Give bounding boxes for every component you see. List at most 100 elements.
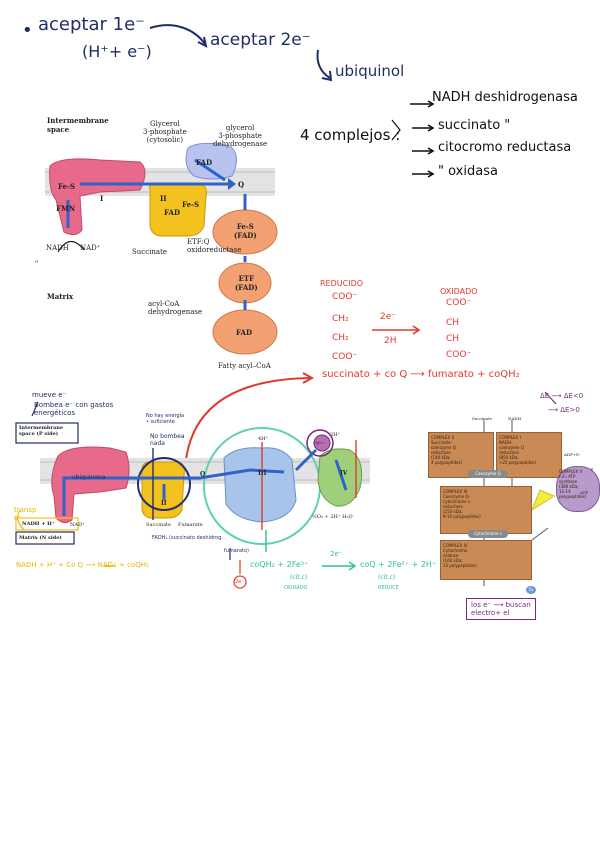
nadh-h-label: NADH + H⁺ bbox=[22, 521, 55, 527]
no-energy-label: No hay energía • suficiente bbox=[146, 413, 185, 425]
gpdh-shape bbox=[185, 142, 237, 180]
gpdh-label: glycerol 3-phosphate dehydrogenase bbox=[213, 124, 268, 148]
reaction-arrow-bottom: 2H bbox=[384, 336, 397, 346]
flow-complex-i: COMPLEX I NADH- coenzyme Q reductase (85… bbox=[496, 432, 562, 478]
delta-note-2: ⟶ ΔE>0 bbox=[548, 406, 580, 414]
complex-iv-shape bbox=[317, 448, 363, 507]
matrix-label: Matrix bbox=[47, 292, 74, 301]
yellow-equation: NADH + H⁺ + Co Q ⟶ NAD⁺ + coQH₂ bbox=[16, 561, 149, 569]
green-equation-left: coQH₂ + 2Fe³⁺ bbox=[250, 560, 309, 569]
complex-item: " oxidasa bbox=[438, 164, 498, 179]
reduced-label: REDUCIDO bbox=[320, 279, 364, 288]
fes-fad-label: Fe-S (FAD) bbox=[234, 222, 257, 240]
oxidized-label: OXIDADO bbox=[440, 287, 478, 296]
succinate-label-2: Succinate bbox=[146, 522, 172, 528]
fes-label-2: Fe-S bbox=[182, 200, 200, 209]
flow-complex-iv: COMPLEX IV Cytochrome oxidase (160 kDa; … bbox=[440, 540, 532, 580]
flow-adp: ADP+Pᵢ bbox=[564, 452, 580, 457]
flow-note-bottom: los e⁻ ⟶ buscan electro+ el bbox=[466, 598, 536, 620]
note-accept-2e: aceptar 2e⁻ bbox=[210, 30, 311, 50]
green-arrow-label: 2e⁻ bbox=[330, 550, 343, 558]
quote-mark: " bbox=[35, 260, 39, 268]
no-pump-label: No bombea nada bbox=[150, 433, 185, 447]
oxidized-chain-item: COO⁻ bbox=[446, 298, 472, 308]
flow-coenzyme-q: Coenzyme Q bbox=[468, 470, 508, 478]
flow-complex-iii: COMPLEX III Coenzyme Q- cytochrome c red… bbox=[440, 486, 532, 534]
nad-label-2: NAD⁺ bbox=[70, 522, 85, 528]
two-e-label: 2e⁻ bbox=[235, 579, 244, 585]
reduced-chain-item: CH₂ bbox=[332, 314, 349, 324]
reaction-arrow-top: 2e⁻ bbox=[380, 312, 397, 322]
note-pump: Bombea e⁻ con gastos energéticos bbox=[34, 401, 114, 417]
flow-succinate: Succinate bbox=[472, 416, 493, 421]
oxidized-chain-item: CH bbox=[446, 334, 460, 344]
complex-item: citocromo reductasa bbox=[438, 140, 572, 155]
complex-ii-label: II bbox=[160, 194, 167, 203]
succinate-equation: succinato + co Q ⟶ fumarato + coQH₂ bbox=[322, 369, 520, 380]
fadh2-label: FADH₂ (succinato deshidrog. bbox=[152, 535, 223, 541]
etf-q-label: ETF:Q oxidoreductase bbox=[187, 238, 242, 254]
note-h-plus-e: (H⁺+ e⁻) bbox=[82, 42, 152, 61]
fad-label-2: FAD bbox=[164, 208, 181, 217]
flow-complex-v: COMPLEX V F₀F₁ ATP synthase (380 kDa; 12… bbox=[556, 466, 600, 512]
q-label: Q bbox=[238, 180, 245, 189]
four-h-label: 4H⁺ bbox=[258, 436, 269, 442]
two-h-label: 2H⁺ bbox=[330, 432, 341, 438]
q-label-2: Q bbox=[200, 471, 206, 478]
fmn-label: FMN bbox=[56, 204, 76, 213]
oxidized-chain-item: COO⁻ bbox=[446, 350, 472, 360]
arrow-ubiquinol bbox=[316, 49, 331, 79]
complex-item: NADH deshidrogenasa bbox=[432, 90, 578, 105]
water-label: ½O₂ + 2H⁺ H₂O bbox=[312, 514, 353, 520]
cit-c-label-2: (cit.c) bbox=[378, 574, 396, 581]
reduced-chain-item: CH₂ bbox=[332, 333, 349, 343]
arrow-accept-head bbox=[197, 36, 208, 48]
acyl-dh-label: acyl-CoA dehydrogenase bbox=[148, 300, 203, 316]
reduced-chain-item: COO⁻ bbox=[332, 292, 358, 302]
complex-ii-label-2: II bbox=[161, 500, 167, 507]
cit-c-label-1: (cit.c) bbox=[290, 574, 308, 581]
note-move: mueve e⁻ bbox=[32, 391, 67, 399]
complex-iv-label: IV bbox=[340, 470, 348, 477]
flow-atp: ATP bbox=[580, 490, 589, 495]
fad-label-3: FAD bbox=[236, 328, 253, 337]
ubiquinona-label: ubiquinona bbox=[72, 474, 106, 481]
complex-i-label: I bbox=[100, 194, 104, 203]
fumarato-label: fumarato) bbox=[224, 548, 249, 554]
delta-note: ΔE ⟶ ΔE<0 bbox=[540, 392, 584, 400]
fatty-acyl-label: Fatty acyl–CoA bbox=[218, 362, 271, 370]
red-connector bbox=[184, 377, 311, 471]
nad-label: NAD⁺ bbox=[80, 244, 101, 252]
note-ubiquinol: ubiquinol bbox=[335, 62, 405, 80]
complex-i-shape-2 bbox=[51, 446, 130, 524]
green-equation-right: coQ + 2Fe²⁺ + 2H⁺ bbox=[360, 560, 437, 569]
intermembrane-label: Intermembrane space bbox=[47, 116, 109, 134]
oxidado-label: OXIDADO bbox=[284, 585, 308, 591]
complex-iii-shape bbox=[223, 447, 297, 523]
cyt-c-label: Cyt c bbox=[314, 440, 325, 445]
arrow-accept bbox=[149, 24, 206, 45]
cyt-c-shape bbox=[313, 434, 331, 452]
complex-ii-circle bbox=[137, 457, 191, 511]
bullet-dot: • bbox=[22, 20, 33, 41]
reduced-chain-item: COO⁻ bbox=[332, 352, 358, 362]
reduce-label: REDUCE bbox=[378, 585, 399, 591]
complex-item: succinato " bbox=[438, 118, 511, 133]
fumarate-label: Fumarate bbox=[178, 522, 203, 528]
complex-iii-label: III bbox=[258, 470, 267, 477]
flow-o2: O₂ bbox=[526, 586, 536, 594]
fad-label: FAD bbox=[196, 158, 213, 167]
arrow-ubiquinol-head bbox=[321, 70, 333, 82]
oxidized-chain-item: CH bbox=[446, 318, 460, 328]
nadh-label: NADH bbox=[46, 244, 69, 252]
glycerol-label: Glycerol 3-phosphate (cytosolic) bbox=[143, 120, 187, 144]
fes-label-1: Fe-S bbox=[58, 182, 76, 191]
etf-fad-label: ETF (FAD) bbox=[235, 274, 258, 292]
complexes-title: 4 complejos : bbox=[300, 126, 401, 144]
succinate-label: Succinate bbox=[132, 248, 168, 256]
complex-i-shape bbox=[49, 158, 146, 236]
flow-nadh: NADH bbox=[508, 416, 522, 421]
flow-cytochrome-c: Cytochrome c bbox=[468, 530, 508, 538]
note-accept-1e: aceptar 1e⁻ bbox=[38, 14, 145, 35]
